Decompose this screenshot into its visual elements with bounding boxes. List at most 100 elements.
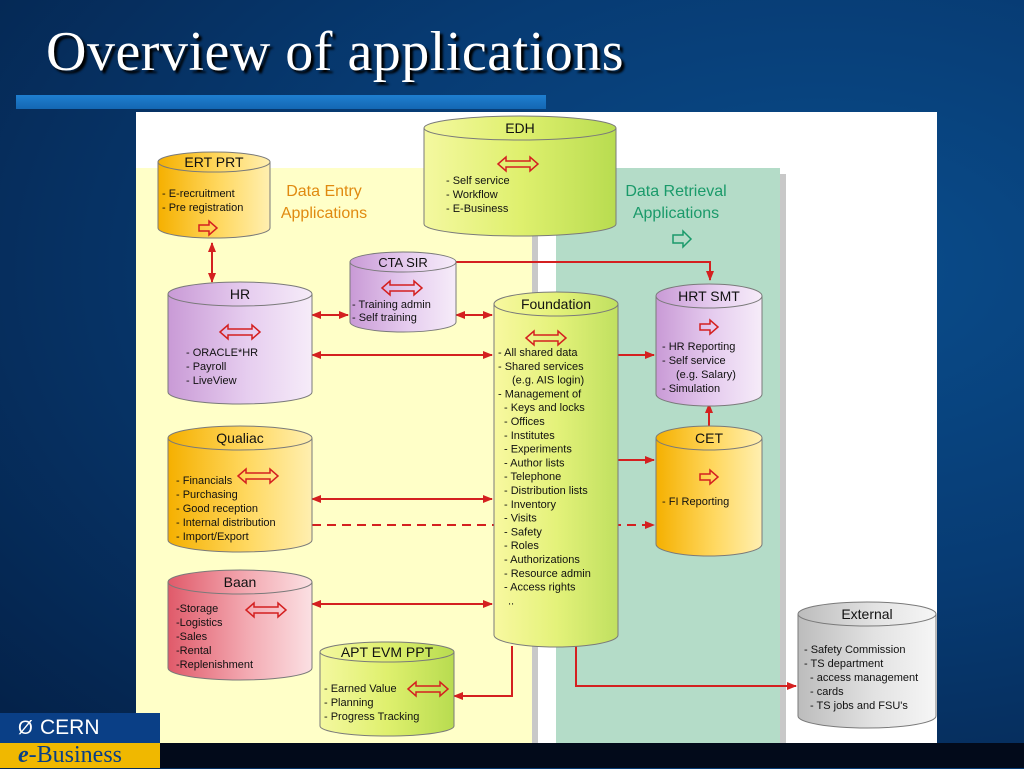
- ebusiness-text: e-Business: [18, 742, 122, 769]
- database-line: - Good reception: [176, 503, 258, 515]
- database-line: - Institutes: [504, 430, 555, 442]
- database-line: ..: [508, 595, 514, 607]
- double-arrow-icon: [218, 323, 262, 341]
- database-line: - TS department: [804, 658, 883, 670]
- cylinder-body: [493, 303, 619, 648]
- database-line: - TS jobs and FSU's: [810, 700, 908, 712]
- database-title-external: External: [841, 606, 892, 622]
- cylinder-top: [167, 281, 313, 307]
- cern-logo-text: CERN: [40, 716, 100, 739]
- database-ert: ERT PRT- E-recruitment- Pre registration: [157, 151, 271, 239]
- database-external: External - Safety Commission - TS departme…: [797, 601, 937, 729]
- database-apt: APT EVM PPT - Earned Value - Planning - Pro…: [319, 641, 455, 737]
- cta-hrt-link: [454, 261, 714, 281]
- ebusiness-word: -Business: [28, 742, 122, 768]
- retrieval-label-1: Data Retrieval: [625, 183, 726, 200]
- database-line: - Author lists: [504, 457, 565, 469]
- database-qualiac: Qualiac- Financials- Purchasing- Good re…: [167, 425, 313, 553]
- cylinder-body: [167, 437, 313, 553]
- database-line: - Visits: [504, 513, 537, 525]
- database-line: - Safety Commission: [804, 644, 905, 656]
- database-title-baan: Baan: [224, 574, 257, 590]
- database-line: - Payroll: [186, 361, 226, 373]
- cylinder-body: [167, 293, 313, 405]
- database-title-qualiac: Qualiac: [216, 430, 263, 446]
- cylinder-body: [349, 261, 457, 333]
- database-line: - Shared services: [498, 361, 584, 373]
- database-line: - Workflow: [446, 189, 498, 201]
- cylinder-body: [319, 651, 455, 737]
- database-line: - Progress Tracking: [324, 711, 419, 723]
- database-line: - Offices: [504, 416, 545, 428]
- cylinder-top: [167, 425, 313, 451]
- database-cta: CTA SIR - Training admin- Self training: [349, 251, 457, 333]
- database-line: - Self service: [662, 355, 726, 367]
- double-arrow-icon: [244, 601, 288, 619]
- database-line: - Internal distribution: [176, 517, 276, 529]
- database-edh: EDH - Self service - Workflow - E-Business: [423, 115, 617, 237]
- database-line: - cards: [810, 686, 844, 698]
- database-title-foundation: Foundation: [521, 296, 591, 312]
- cern-logo: Ø CERN e-Business: [0, 713, 160, 768]
- cylinder-top: [493, 291, 619, 317]
- cylinder-body: [655, 295, 763, 407]
- database-line: (e.g. AIS login): [512, 375, 584, 387]
- database-title-hrt: HRT SMT: [678, 288, 740, 304]
- database-line: - Planning: [324, 697, 374, 709]
- cylinder-top: [167, 569, 313, 595]
- database-line: - Telephone: [504, 471, 561, 483]
- database-title-cet: CET: [695, 430, 723, 446]
- cylinder-top: [655, 425, 763, 451]
- cern-mark-icon: Ø: [18, 718, 33, 739]
- database-foundation: Foundation- All shared data- Shared serv…: [493, 291, 619, 648]
- ebusiness-band: e-Business: [0, 742, 160, 769]
- database-line: -Sales: [176, 631, 208, 643]
- database-title-apt: APT EVM PPT: [341, 644, 434, 660]
- cylinder-top: [349, 251, 457, 273]
- database-line: - Keys and locks: [504, 402, 585, 414]
- double-arrow-icon: [406, 680, 450, 698]
- database-line: - Authorizations: [504, 554, 580, 566]
- database-line: - E-Business: [446, 203, 509, 215]
- database-line: - Distribution lists: [504, 485, 588, 497]
- database-hr: HR- ORACLE*HR- Payroll- LiveView: [167, 281, 313, 405]
- database-line: - Safety: [504, 526, 542, 538]
- database-title-hr: HR: [230, 286, 250, 302]
- footer-strip: [160, 743, 1024, 768]
- cylinder-body: [655, 437, 763, 557]
- database-line: -Replenishment: [176, 659, 253, 671]
- retrieval-arrow-icon: [672, 229, 693, 249]
- cylinders: EDH- Self service- Workflow- E-BusinessE…: [157, 115, 937, 737]
- double-arrow-icon: [496, 155, 540, 173]
- ebusiness-e: e: [18, 742, 29, 768]
- database-hrt: HRT SMT- HR Reporting- Self service(e.g.…: [655, 283, 763, 407]
- title-underline: [16, 95, 546, 109]
- database-baan: Baan-Storage-Logistics-Sales-Rental-Repl…: [167, 569, 313, 681]
- database-title-edh: EDH: [505, 120, 535, 136]
- database-line: - Training admin: [352, 299, 431, 311]
- cylinder-top: [157, 151, 271, 173]
- database-line: - Earned Value: [324, 683, 397, 695]
- applications-diagram: Data Entry Applications Data Retrieval A…: [136, 115, 937, 748]
- database-line: - Roles: [504, 540, 539, 552]
- database-line: -Logistics: [176, 617, 223, 629]
- database-line: - Management of: [498, 388, 582, 400]
- database-line: - Experiments: [504, 444, 572, 456]
- database-line: - Self training: [352, 312, 417, 324]
- database-line: - access management: [810, 672, 918, 684]
- double-arrow-icon: [380, 279, 424, 297]
- database-line: - Access rights: [504, 582, 576, 594]
- database-title-ert: ERT PRT: [184, 154, 244, 170]
- database-line: - Simulation: [662, 383, 720, 395]
- database-line: - Purchasing: [176, 489, 238, 501]
- database-line: - Resource admin: [504, 568, 591, 580]
- double-arrow-icon: [236, 467, 280, 485]
- database-line: -Storage: [176, 603, 218, 615]
- cylinder-body: [423, 127, 617, 237]
- database-title-cta: CTA SIR: [378, 255, 428, 270]
- entry-label-2: Applications: [281, 205, 367, 222]
- cylinder-body: [797, 613, 937, 729]
- database-line: - Self service: [446, 175, 510, 187]
- diagram-panel: Data Entry Applications Data Retrieval A…: [136, 112, 937, 755]
- right-arrow-icon: [699, 468, 720, 486]
